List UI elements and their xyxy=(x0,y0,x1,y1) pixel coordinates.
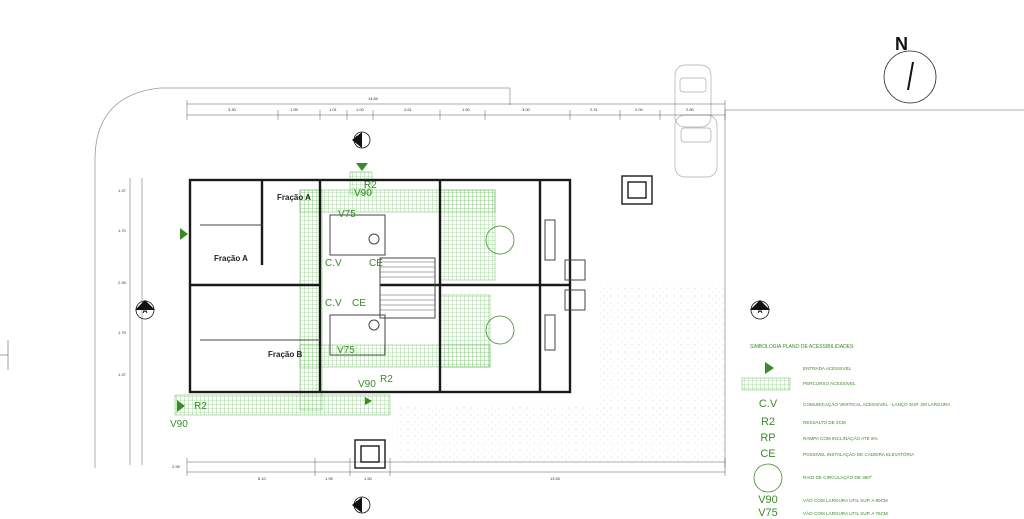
code-v90-left: V90 xyxy=(170,419,188,430)
legend-desc: VÃO COM LARGURA UTIL SUP. A 90CM xyxy=(803,498,888,503)
code-v75-mid: V75 xyxy=(337,345,355,356)
code-ce-mid: CE xyxy=(352,298,366,309)
code-v90-bottom: V90 xyxy=(358,379,376,390)
dim-top: 1.01 xyxy=(329,107,337,112)
dim-bottom: 6.10 xyxy=(258,476,266,481)
legend-code: V90 xyxy=(758,494,778,506)
dim-left: 2.35 xyxy=(118,280,126,285)
room-fracao-a-mid: Fração A xyxy=(214,254,248,263)
room-fracao-b: Fração B xyxy=(268,350,303,359)
code-ce-top: CE xyxy=(369,258,383,269)
dim-left: 1.75 xyxy=(118,330,126,335)
section-mark-b-bottom: B xyxy=(355,501,361,508)
legend-title: SIMBOLOGIA PLANO DE ACESSIBILIDADES xyxy=(750,344,854,350)
dim-bottom: 13.50 xyxy=(550,476,561,481)
legend-desc: VÃO COM LARGURA UTIL SUP. A 75CM xyxy=(803,511,888,516)
dim-bottom: 2.95 xyxy=(172,464,180,469)
code-r2-top: R2 xyxy=(364,180,377,191)
interior-partitions xyxy=(200,214,586,356)
accessible-entrance-icon xyxy=(177,163,372,412)
dim-top: 2.00 xyxy=(635,107,643,112)
building-walls xyxy=(188,178,572,394)
dim-left: 1.37 xyxy=(118,188,126,193)
dim-top: 3.00 xyxy=(522,107,530,112)
dim-top: 2.80 xyxy=(686,107,694,112)
dim-top: 1.50 xyxy=(462,107,470,112)
legend-code: CE xyxy=(760,448,776,460)
accessible-path xyxy=(174,171,496,416)
dim-left: 1.70 xyxy=(118,228,126,233)
section-mark-a-right: A xyxy=(757,308,763,315)
code-v90-top: V90 xyxy=(354,188,372,199)
legend-desc: POSSIVEL INSTALAÇÃO DE CADEIRA ELEVATÓRI… xyxy=(803,452,915,457)
code-v75-top: V75 xyxy=(338,209,356,220)
legend-desc: ENTRADA ACESSIVEL xyxy=(803,366,852,371)
garden-area-right xyxy=(600,285,725,410)
code-r2-left: R2 xyxy=(194,401,207,412)
legend-desc: COMUNICAÇÃO VERTICAL ACESSIVEL - LANÇO S… xyxy=(803,402,951,407)
dim-top: 1.00 xyxy=(356,107,364,112)
legend-code: V75 xyxy=(758,507,778,519)
legend-code: RP xyxy=(760,432,776,444)
legend-desc: RAMPA COM INCLINAÇÃO ATÉ 6% xyxy=(803,436,878,441)
legend-desc: PERCURSO ACESSIVEL xyxy=(803,381,856,386)
dim-top-total: 14.80 xyxy=(368,96,379,101)
code-r2-bottom: R2 xyxy=(380,374,393,385)
dim-bottom: 1.95 xyxy=(325,476,333,481)
stair-treads xyxy=(380,261,435,311)
parked-car-icon xyxy=(674,64,718,178)
section-mark-b-top: B xyxy=(355,136,361,143)
legend-code: R2 xyxy=(760,416,776,428)
section-mark-a-left: A xyxy=(142,308,148,315)
code-cv-top: C.V xyxy=(325,258,342,269)
legend-code: C.V xyxy=(758,398,778,410)
top-dimension-chain xyxy=(187,103,725,116)
left-dimension-chain xyxy=(129,178,143,465)
north-label: N xyxy=(895,34,908,54)
legend-desc: RAIO DE CIRCULAÇÃO DE 360º xyxy=(803,475,872,480)
garden-area-bottom xyxy=(395,405,725,461)
site-boundary xyxy=(94,87,511,161)
legend-triangle-icon xyxy=(765,362,774,374)
legend-desc: RESSALTO DE 2CM xyxy=(803,420,846,425)
north-arrow-circle xyxy=(883,50,937,104)
dim-top: 3.30 xyxy=(228,107,236,112)
dim-bottom: 1.50 xyxy=(364,476,372,481)
legend-hatch-swatch-icon xyxy=(741,377,791,391)
section-arrow-icon xyxy=(135,132,770,513)
dim-top: 2.61 xyxy=(404,107,412,112)
dim-left: 1.37 xyxy=(118,372,126,377)
dim-top: 1.95 xyxy=(290,107,298,112)
code-cv-mid: C.V xyxy=(325,298,342,309)
room-fracao-a-top: Fração A xyxy=(277,193,311,202)
legend-turning-circle-icon xyxy=(753,463,783,493)
dim-top: 2.31 xyxy=(590,107,598,112)
